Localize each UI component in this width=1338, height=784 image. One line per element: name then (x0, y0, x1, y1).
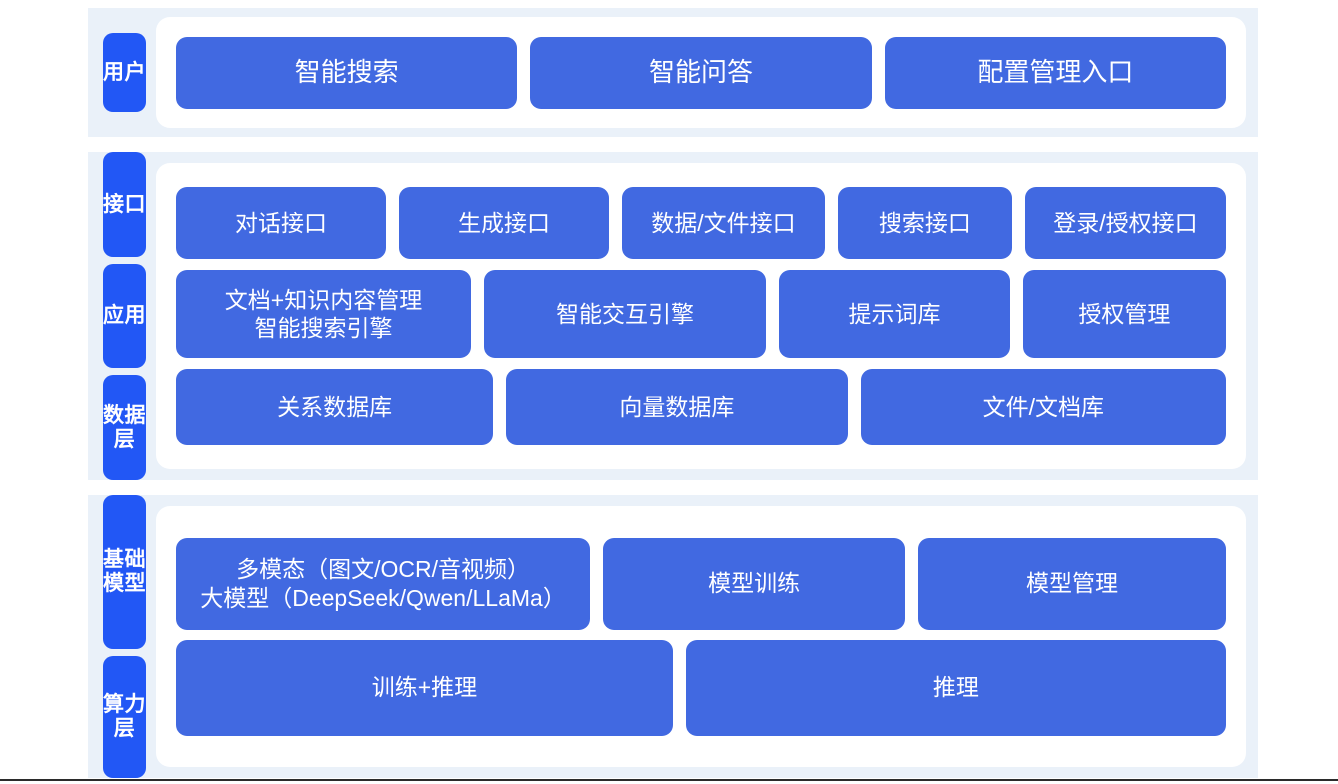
box-relational-database[interactable]: 关系数据库 (176, 369, 494, 445)
section-foundation-label-column: 基础模型 算力层 (88, 495, 146, 778)
box-model-management[interactable]: 模型管理 (918, 537, 1226, 630)
bottom-divider (0, 779, 1338, 781)
row-application: 文档+知识内容管理 智能搜索引擎 智能交互引擎 提示词库 授权管理 (176, 270, 1227, 358)
box-smart-interaction-engine[interactable]: 智能交互引擎 (483, 270, 767, 358)
side-label-application: 应用 (103, 263, 146, 369)
box-prompt-library[interactable]: 提示词库 (779, 270, 1010, 358)
box-generation-interface[interactable]: 生成接口 (399, 187, 610, 259)
box-file-document-store[interactable]: 文件/文档库 (860, 369, 1226, 445)
row-data-layer: 关系数据库 向量数据库 文件/文档库 (176, 369, 1226, 445)
box-smart-qa[interactable]: 智能问答 (530, 36, 872, 109)
section-platform-panel: 对话接口 生成接口 数据/文件接口 搜索接口 登录/授权接口 文档+知识内容管理… (156, 163, 1246, 469)
row-user: 智能搜索 智能问答 配置管理入口 (176, 36, 1226, 109)
box-authorization-management[interactable]: 授权管理 (1022, 270, 1227, 358)
row-compute-layer: 训练+推理 推理 (176, 639, 1226, 736)
section-user: 用户 智能搜索 智能问答 配置管理入口 (88, 8, 1258, 137)
box-multimodal-large-model[interactable]: 多模态（图文/OCR/音视频） 大模型（DeepSeek/Qwen/LLaMa） (176, 537, 591, 630)
row-base-model: 多模态（图文/OCR/音视频） 大模型（DeepSeek/Qwen/LLaMa）… (176, 537, 1226, 630)
box-search-interface[interactable]: 搜索接口 (837, 187, 1012, 259)
side-label-data-layer: 数据层 (103, 375, 146, 481)
section-foundation: 基础模型 算力层 多模态（图文/OCR/音视频） 大模型（DeepSeek/Qw… (88, 495, 1258, 778)
side-label-base-model: 基础模型 (103, 495, 146, 649)
section-user-panel: 智能搜索 智能问答 配置管理入口 (156, 17, 1246, 128)
row-interface: 对话接口 生成接口 数据/文件接口 搜索接口 登录/授权接口 (176, 187, 1226, 259)
box-model-training[interactable]: 模型训练 (603, 537, 906, 630)
section-platform: 接口 应用 数据层 对话接口 生成接口 数据/文件接口 搜索接口 登录/授权接口… (88, 152, 1258, 481)
box-smart-search[interactable]: 智能搜索 (176, 36, 518, 109)
box-login-auth-interface[interactable]: 登录/授权接口 (1024, 187, 1226, 259)
section-foundation-panel: 多模态（图文/OCR/音视频） 大模型（DeepSeek/Qwen/LLaMa）… (156, 506, 1246, 767)
box-document-knowledge-management[interactable]: 文档+知识内容管理 智能搜索引擎 (176, 270, 471, 358)
box-dialog-interface[interactable]: 对话接口 (176, 187, 387, 259)
section-user-label-column: 用户 (88, 8, 146, 137)
side-label-user: 用户 (103, 33, 146, 112)
box-config-management-entry[interactable]: 配置管理入口 (884, 36, 1226, 109)
box-inference[interactable]: 推理 (685, 639, 1226, 736)
side-label-compute-layer: 算力层 (103, 655, 146, 778)
section-platform-label-column: 接口 应用 数据层 (88, 152, 146, 481)
box-data-file-interface[interactable]: 数据/文件接口 (622, 187, 825, 259)
box-vector-database[interactable]: 向量数据库 (506, 369, 848, 445)
box-training-plus-inference[interactable]: 训练+推理 (176, 639, 673, 736)
side-label-interface: 接口 (103, 152, 146, 257)
